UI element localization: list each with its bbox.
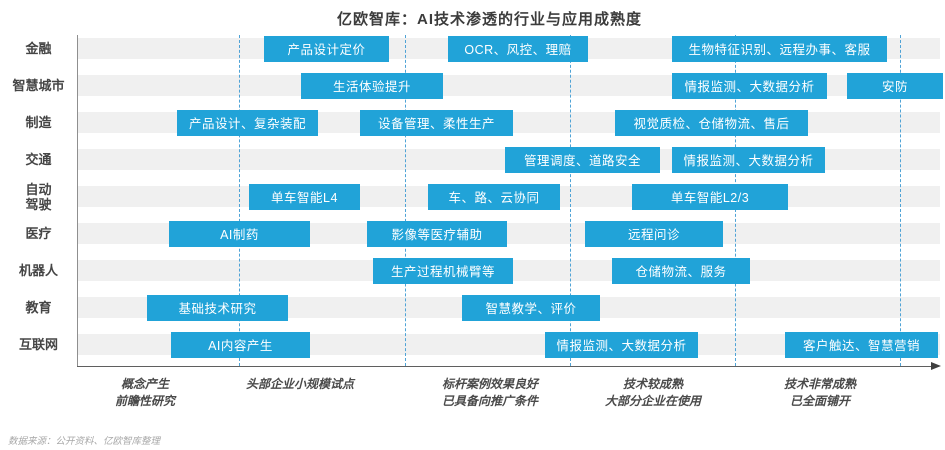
row-label: 智慧城市 (12, 78, 65, 93)
chart-title: 亿欧智库：AI技术渗透的行业与应用成熟度 (336, 11, 642, 28)
application-bar: 仓储物流、服务 (612, 257, 750, 284)
row-label: 金融 (25, 41, 52, 56)
application-bar: 基础技术研究 (147, 294, 288, 321)
stage-gridline-5 (900, 35, 901, 366)
application-bar: 情报监测、大数据分析 (672, 72, 827, 99)
application-bar: 客户触达、智慧营销 (785, 331, 938, 358)
stage-label-2: 头部企业小规模试点 (245, 377, 355, 391)
application-bar: 视觉质检、仓储物流、售后 (615, 109, 808, 136)
application-bar: 智慧教学、评价 (462, 294, 600, 321)
application-bar: 设备管理、柔性生产 (360, 109, 513, 136)
application-bar: 单车智能L2/3 (632, 183, 788, 210)
row-label: 医疗 (25, 226, 52, 241)
application-bar: OCR、风控、理赔 (448, 35, 588, 62)
application-bar: 情报监测、大数据分析 (672, 146, 825, 173)
stage-label-1: 概念产生 前瞻性研究 (114, 377, 176, 408)
application-bar: AI制药 (169, 220, 310, 247)
y-axis-line (77, 35, 78, 366)
stage-label-4: 技术较成熟 大部分企业在使用 (604, 377, 702, 408)
stage-gridline-1 (239, 35, 240, 366)
application-bar: 产品设计定价 (264, 35, 389, 62)
application-bar: 情报监测、大数据分析 (545, 331, 698, 358)
application-bar: 车、路、云协同 (428, 183, 560, 210)
application-bar: 影像等医疗辅助 (367, 220, 507, 247)
x-axis-line (77, 366, 933, 367)
row-label: 教育 (25, 300, 52, 315)
row-label: 互联网 (18, 337, 58, 352)
row-label: 交通 (25, 152, 52, 167)
application-bar: 远程问诊 (585, 220, 723, 247)
stage-label-5: 技术非常成熟 已全面铺开 (783, 377, 857, 408)
application-bar: 安防 (847, 72, 943, 99)
application-bar: AI内容产生 (171, 331, 310, 358)
application-bar: 管理调度、道路安全 (505, 146, 660, 173)
application-bar: 单车智能L4 (249, 183, 360, 210)
row-label: 制造 (25, 115, 52, 130)
application-bar: 生活体验提升 (301, 72, 443, 99)
x-axis-arrow-icon (931, 362, 941, 370)
row-label: 机器人 (18, 263, 58, 278)
stage-label-3: 标杆案例效果良好 已具备向推广条件 (441, 377, 539, 408)
application-bar: 生产过程机械臂等 (373, 257, 513, 284)
application-bar: 产品设计、复杂装配 (177, 109, 318, 136)
stage-gridline-2 (405, 35, 406, 366)
data-source-note: 数据来源：公开资料、亿欧智库整理 (8, 436, 161, 447)
stage-gridline-3 (570, 35, 571, 366)
application-bar: 生物特征识别、远程办事、客服 (672, 35, 887, 62)
row-label: 自动 驾驶 (25, 181, 52, 212)
